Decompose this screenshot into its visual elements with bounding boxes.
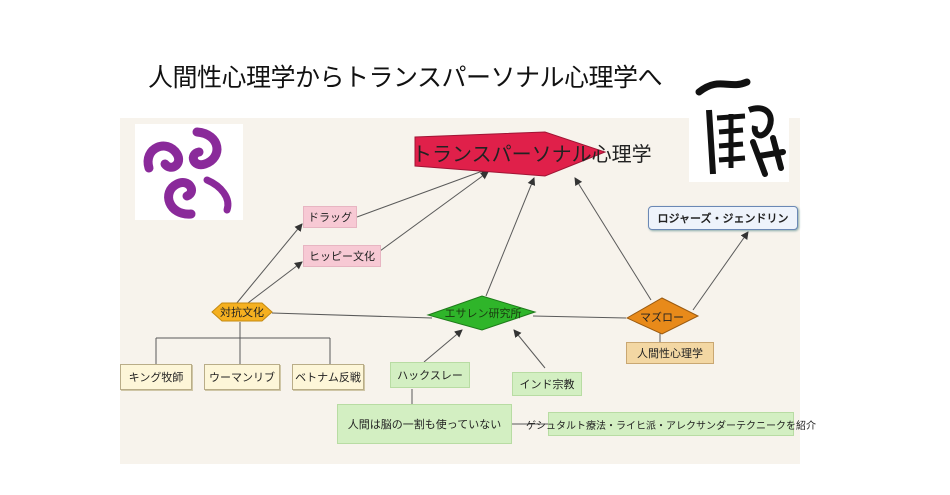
transpersonal-label: トランスパーソナル心理学 bbox=[412, 141, 652, 166]
brain-label: 人間は脳の一割も使っていない bbox=[347, 418, 502, 431]
counterculture-tree bbox=[155, 322, 331, 364]
indian-religion-label: インド宗教 bbox=[519, 378, 575, 391]
esalen-label: エサレン研究所 bbox=[444, 307, 522, 320]
techniques-label: ゲシュタルト療法・ライヒ派・アレクサンダーテクニークを紹介 bbox=[526, 420, 816, 432]
humanistic-node: 人間性心理学 bbox=[626, 342, 714, 364]
womanlib-node: ウーマンリブ bbox=[204, 364, 280, 390]
rogers-gendlin-label: ロジャーズ・ジェンドリン bbox=[657, 212, 789, 225]
drug-node: ドラッグ bbox=[303, 206, 357, 228]
hippie-node: ヒッピー文化 bbox=[303, 245, 381, 267]
arrow-drug-to-transpersonal bbox=[356, 167, 489, 218]
counterculture-label: 対抗文化 bbox=[220, 306, 264, 319]
womanlib-label: ウーマンリブ bbox=[209, 371, 275, 384]
transpersonal-diamond-shape bbox=[414, 131, 607, 177]
arrow-maslow-to-rogers bbox=[692, 231, 749, 311]
arrow-counterculture-to-drug bbox=[235, 223, 303, 305]
arrow-huxley-to-esalen bbox=[423, 329, 463, 363]
indian-religion-node: インド宗教 bbox=[512, 372, 582, 396]
calligraphy-logo bbox=[689, 70, 789, 182]
hippie-label: ヒッピー文化 bbox=[309, 250, 375, 263]
humanistic-label: 人間性心理学 bbox=[637, 347, 703, 360]
transpersonal-node: トランスパーソナル心理学 bbox=[412, 139, 682, 166]
drug-label: ドラッグ bbox=[308, 211, 352, 224]
counterculture-node: 対抗文化 bbox=[212, 303, 272, 321]
arrow-indian-to-esalen bbox=[513, 329, 546, 369]
king-label: キング牧師 bbox=[128, 371, 184, 384]
arrow-esalen-to-transpersonal bbox=[485, 177, 536, 297]
king-node: キング牧師 bbox=[120, 364, 192, 390]
purple-swirl-logo bbox=[135, 124, 243, 220]
vietnam-label: ベトナム反戦 bbox=[295, 371, 361, 384]
esalen-diamond-shape bbox=[426, 295, 537, 331]
huxley-node: ハックスレー bbox=[390, 362, 470, 388]
page-title: 人間性心理学からトランスパーソナル心理学へ bbox=[148, 63, 663, 92]
arrow-hippie-to-transpersonal bbox=[379, 171, 489, 252]
arrow-maslow-to-transpersonal bbox=[574, 177, 652, 301]
maslow-label: マズロー bbox=[640, 311, 684, 324]
rogers-gendlin-node: ロジャーズ・ジェンドリン bbox=[648, 206, 798, 230]
vietnam-node: ベトナム反戦 bbox=[292, 364, 364, 390]
line-counterculture-esalen bbox=[271, 312, 433, 319]
esalen-node: エサレン研究所 bbox=[438, 304, 528, 322]
huxley-label: ハックスレー bbox=[397, 369, 463, 382]
line-esalen-maslow bbox=[532, 315, 627, 319]
techniques-node: ゲシュタルト療法・ライヒ派・アレクサンダーテクニークを紹介 bbox=[526, 412, 816, 436]
maslow-diamond-shape bbox=[625, 297, 700, 335]
maslow-node: マズロー bbox=[632, 308, 692, 326]
brain-node: 人間は脳の一割も使っていない bbox=[337, 404, 512, 444]
counterculture-shape bbox=[211, 302, 273, 322]
arrow-counterculture-to-hippie bbox=[243, 261, 303, 307]
